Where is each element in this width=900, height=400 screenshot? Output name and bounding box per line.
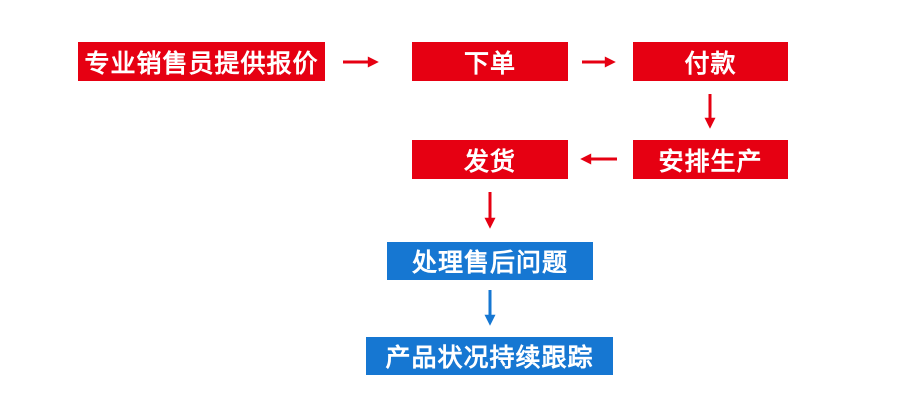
- flow-node-shipping: 发货: [412, 140, 568, 179]
- flow-node-quote: 专业销售员提供报价: [78, 42, 325, 81]
- flow-node-tracking: 产品状况持续跟踪: [366, 337, 613, 375]
- flow-node-payment: 付款: [633, 42, 788, 81]
- flow-node-order: 下单: [412, 42, 568, 81]
- flow-node-aftersales: 处理售后问题: [387, 242, 593, 280]
- flow-node-production: 安排生产: [633, 140, 788, 179]
